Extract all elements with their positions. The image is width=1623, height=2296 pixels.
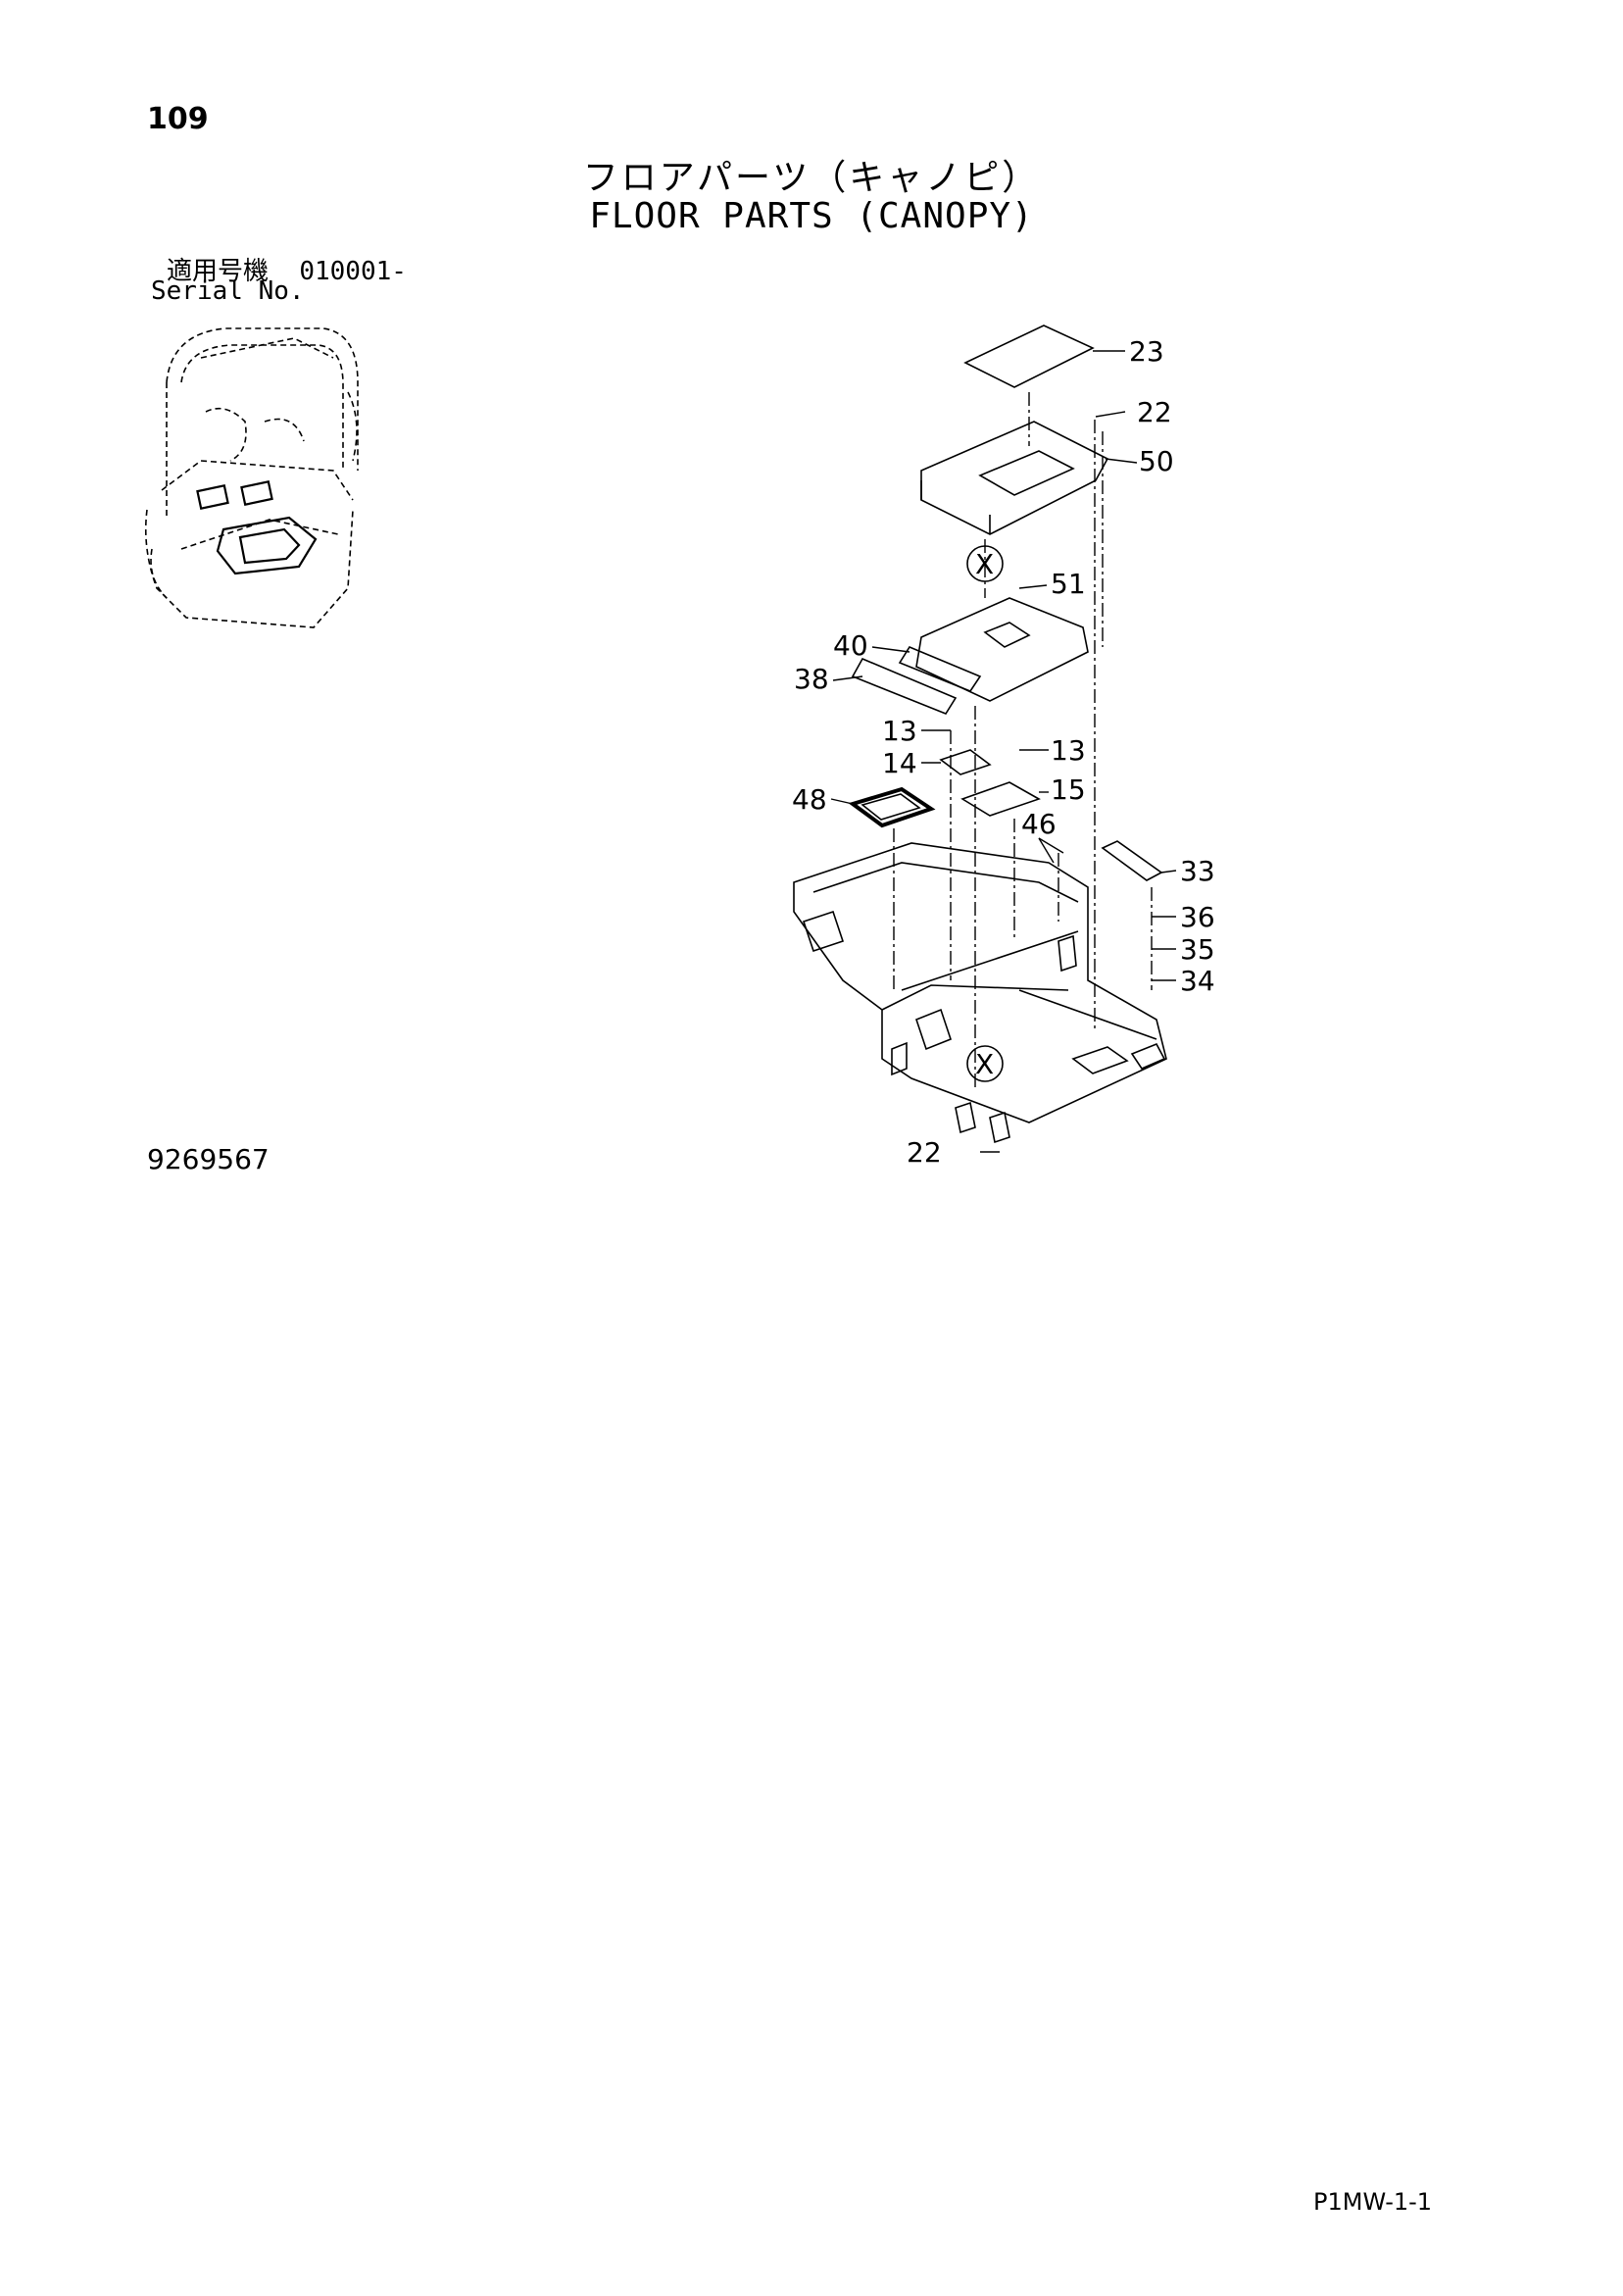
- callout-51: 51: [1051, 568, 1086, 600]
- title-english: FLOOR PARTS (CANOPY): [589, 196, 1034, 236]
- leader-lines: [830, 350, 1177, 1153]
- plate-part-14: [939, 749, 992, 775]
- mat-part-38: [851, 657, 958, 715]
- callout-22-bottom: 22: [907, 1136, 942, 1169]
- serial-value: 010001-: [299, 257, 407, 286]
- key-map-highlight: [196, 479, 318, 575]
- bracket-part-51: [915, 597, 1089, 702]
- gasket-part-48: [848, 786, 936, 828]
- callout-46: 46: [1021, 808, 1057, 840]
- serial-label-english: Serial No.: [151, 276, 305, 306]
- zone-marker-bottom: X: [966, 1045, 1004, 1082]
- callout-13-left: 13: [882, 715, 917, 747]
- callout-50: 50: [1139, 445, 1174, 477]
- zone-marker-label: X: [975, 548, 994, 580]
- callout-33: 33: [1180, 855, 1215, 887]
- cover-plate-part-50: [920, 421, 1109, 535]
- callout-23: 23: [1129, 335, 1164, 368]
- assembly-lines: [893, 392, 1153, 1088]
- zone-marker-top: X: [966, 545, 1004, 582]
- callout-48: 48: [792, 783, 827, 816]
- title-japanese: フロアパーツ（キャノピ）: [582, 158, 1041, 198]
- callout-35: 35: [1180, 933, 1215, 966]
- page-number: 109: [147, 102, 209, 136]
- step-part-33: [1101, 840, 1163, 881]
- callout-36: 36: [1180, 901, 1215, 933]
- exploded-view: [793, 324, 1167, 1144]
- top-mat-part-23: [963, 324, 1095, 388]
- drawing-number: 9269567: [147, 1143, 270, 1175]
- floor-frame: [793, 842, 1167, 1123]
- callout-14: 14: [882, 747, 917, 779]
- serial-label-japanese: 適用号機 010001-: [167, 251, 407, 287]
- key-map-illustration: [144, 327, 359, 628]
- plate-part-15: [960, 781, 1041, 817]
- page-code: P1MW-1-1: [1313, 2188, 1433, 2216]
- callout-22-top: 22: [1137, 396, 1172, 428]
- plate-part-40: [898, 646, 982, 692]
- callout-34: 34: [1180, 965, 1215, 997]
- callout-40: 40: [833, 629, 868, 662]
- callout-15: 15: [1051, 774, 1086, 806]
- zone-marker-label: X: [975, 1048, 994, 1080]
- callout-13-right: 13: [1051, 734, 1086, 767]
- serial-label-ja: 適用号機: [167, 257, 270, 286]
- callout-38: 38: [794, 663, 829, 695]
